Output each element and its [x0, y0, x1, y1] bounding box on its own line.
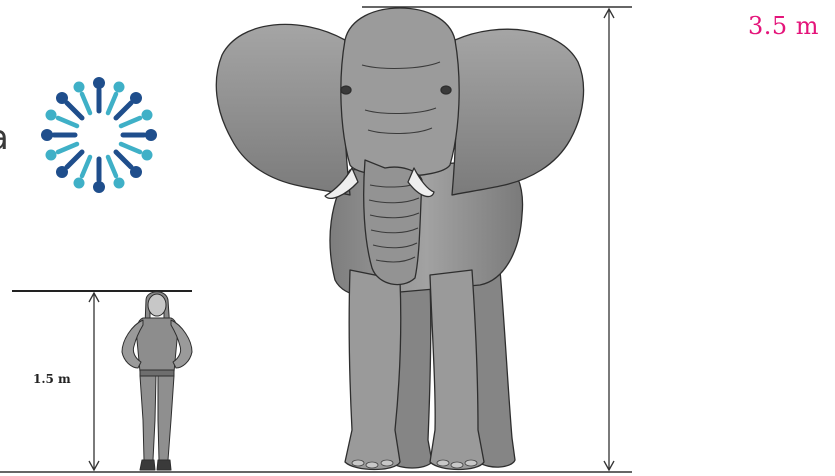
- logo-wreath-icon: [41, 77, 157, 193]
- elephant-height-arrow: [604, 9, 614, 470]
- logo-partial-letter: a: [0, 118, 28, 158]
- person-height-label: 1.5 m: [33, 372, 71, 386]
- person-illustration: [122, 292, 192, 470]
- elephant-illustration: [216, 8, 583, 470]
- elephant-height-label: 3.5 m: [748, 12, 819, 40]
- person-height-arrow: [89, 293, 99, 470]
